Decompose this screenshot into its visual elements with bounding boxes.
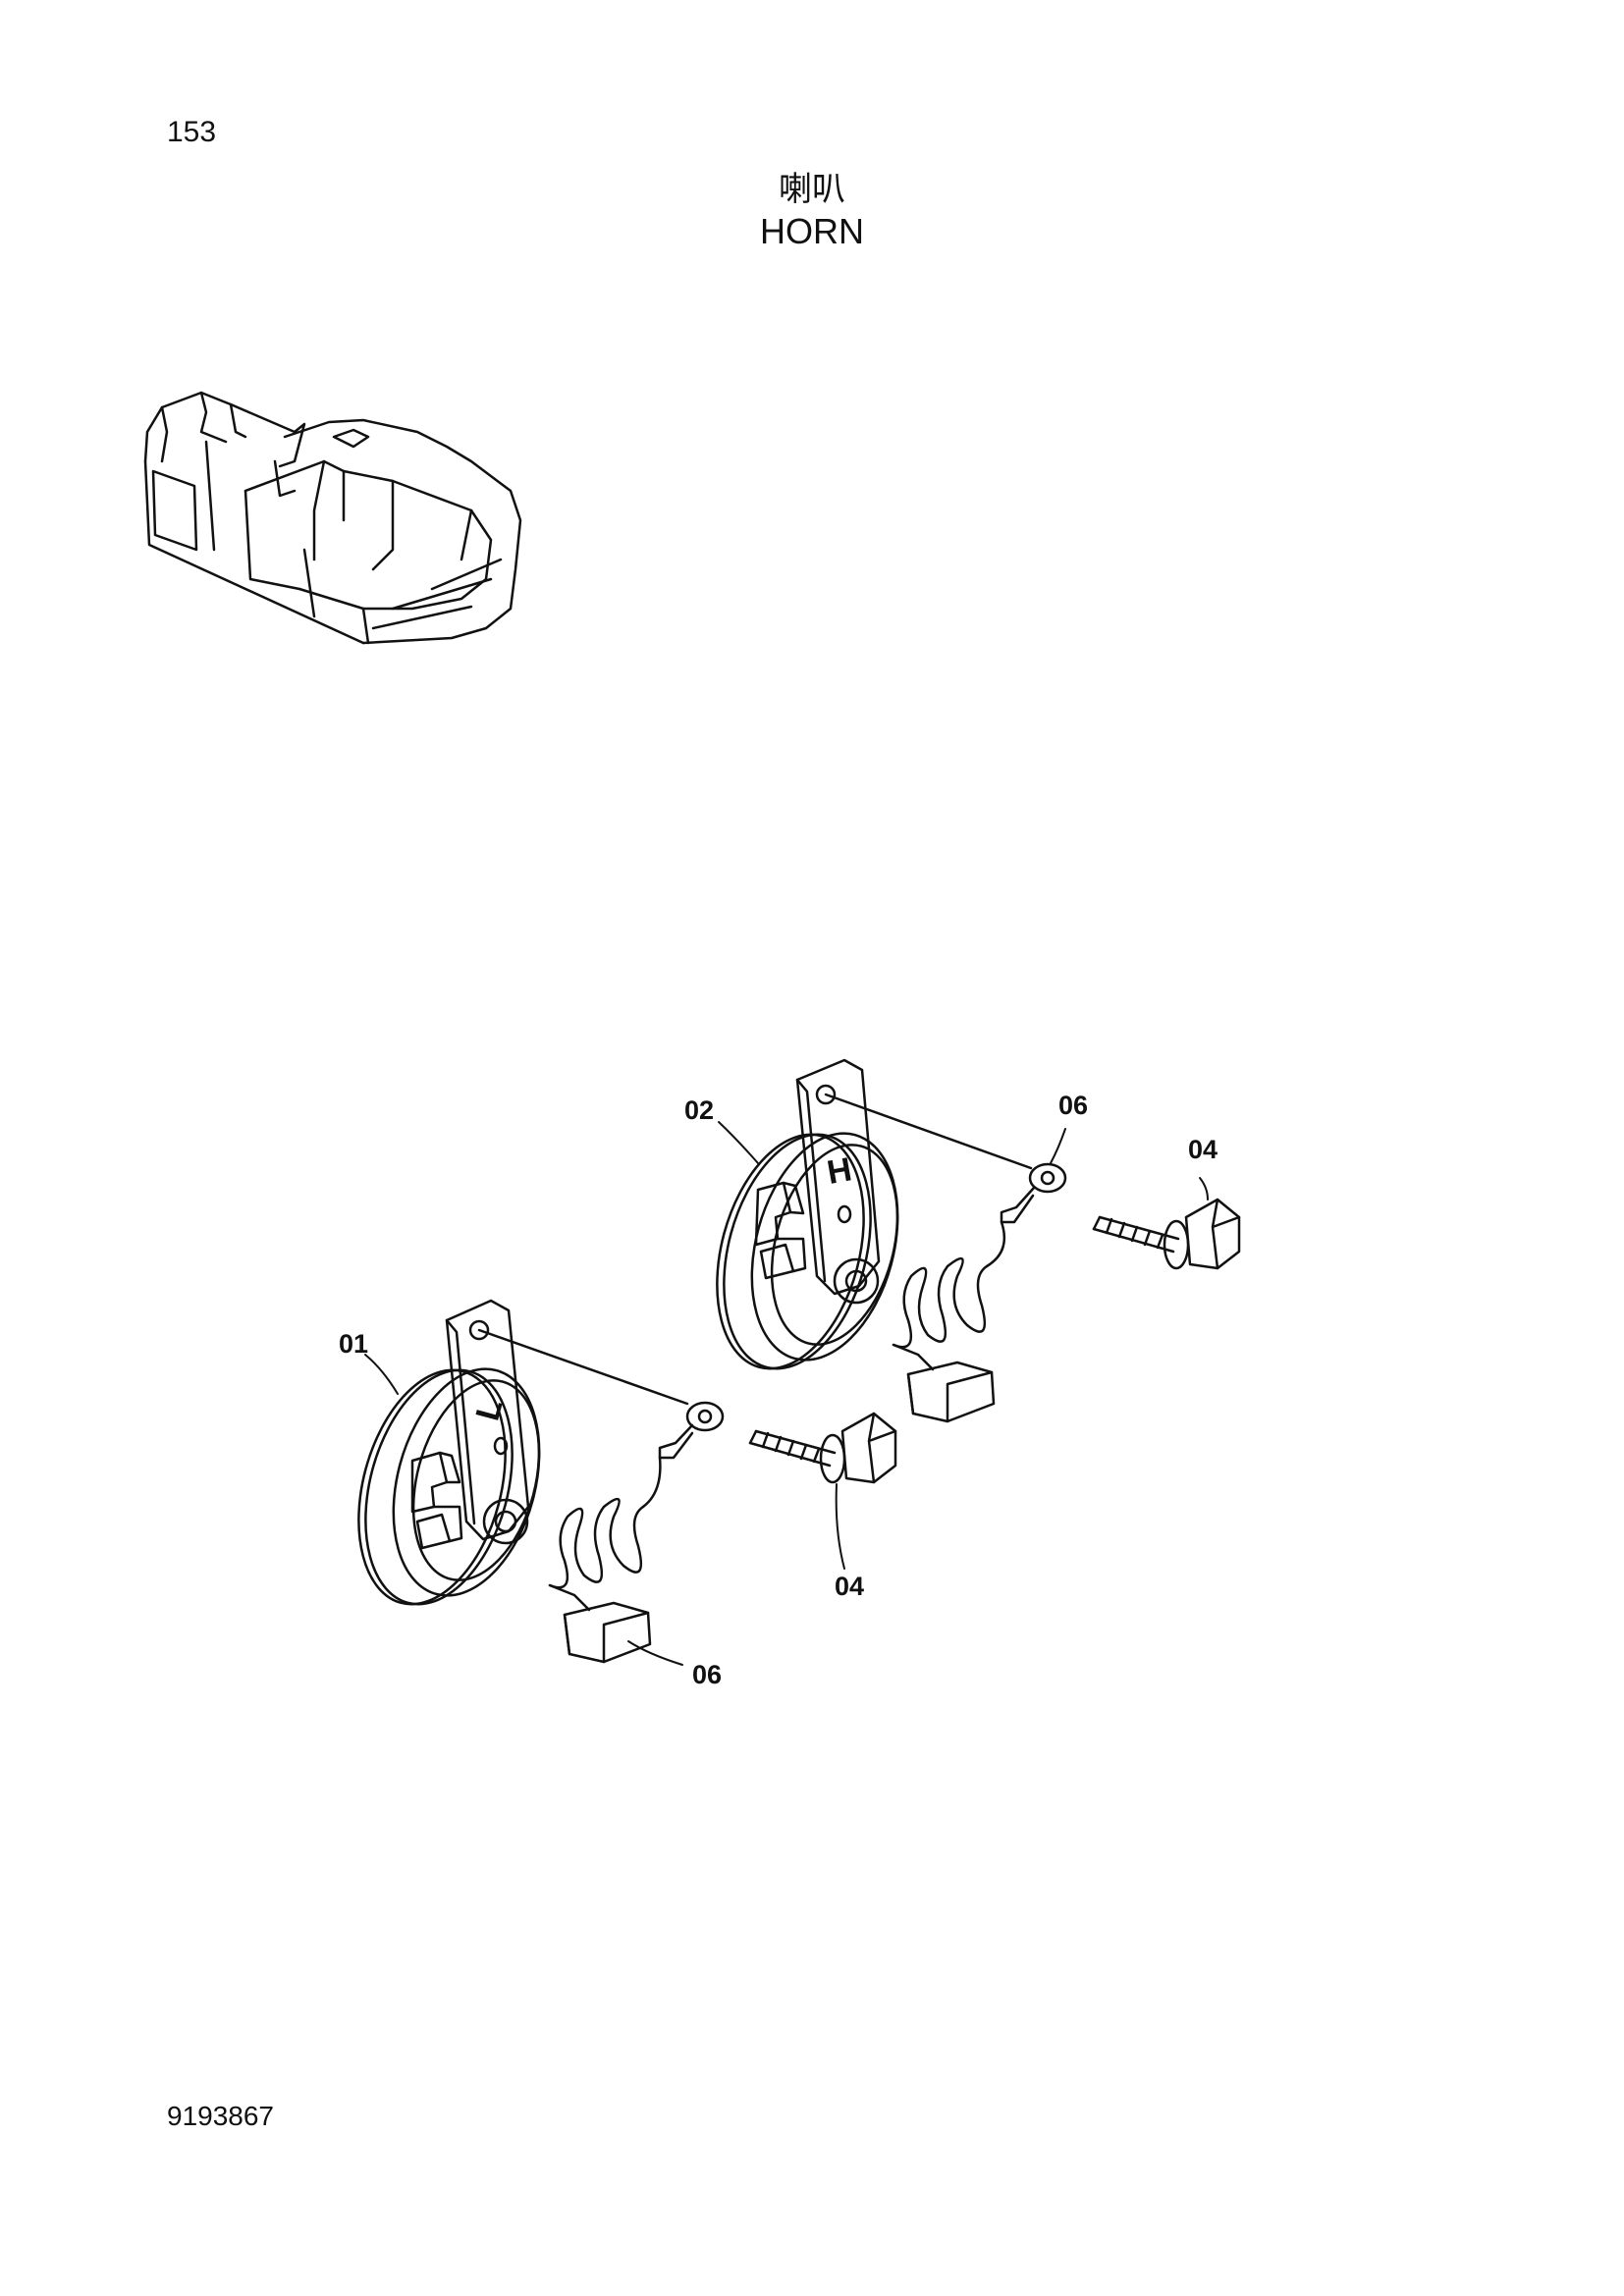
- horn-high-mark: H: [825, 1150, 855, 1192]
- label-bolt-front: 04: [835, 1572, 864, 1601]
- excavator-locator-icon: [143, 391, 522, 645]
- horn-high-assembly: H: [716, 1058, 899, 1370]
- label-harness-rear: 06: [1058, 1091, 1088, 1120]
- label-harness-front: 06: [692, 1660, 722, 1689]
- label-horn-high: 02: [684, 1095, 714, 1125]
- horn-low-assembly: L: [357, 1299, 541, 1606]
- horn-low-mark: L: [469, 1395, 511, 1424]
- harness-front: [477, 1328, 725, 1664]
- page-number: 153: [167, 116, 217, 148]
- page-title-english: HORN: [760, 211, 864, 251]
- harness-rear: [824, 1093, 1067, 1423]
- document-number: 9193867: [167, 2101, 275, 2131]
- label-horn-low: 01: [339, 1329, 368, 1359]
- bolt-front: [748, 1412, 897, 1484]
- page-title-chinese: 喇叭: [779, 170, 845, 209]
- bolt-rear: [1092, 1198, 1241, 1270]
- leader-lines: [364, 1121, 1209, 1666]
- label-bolt-rear: 04: [1188, 1135, 1218, 1164]
